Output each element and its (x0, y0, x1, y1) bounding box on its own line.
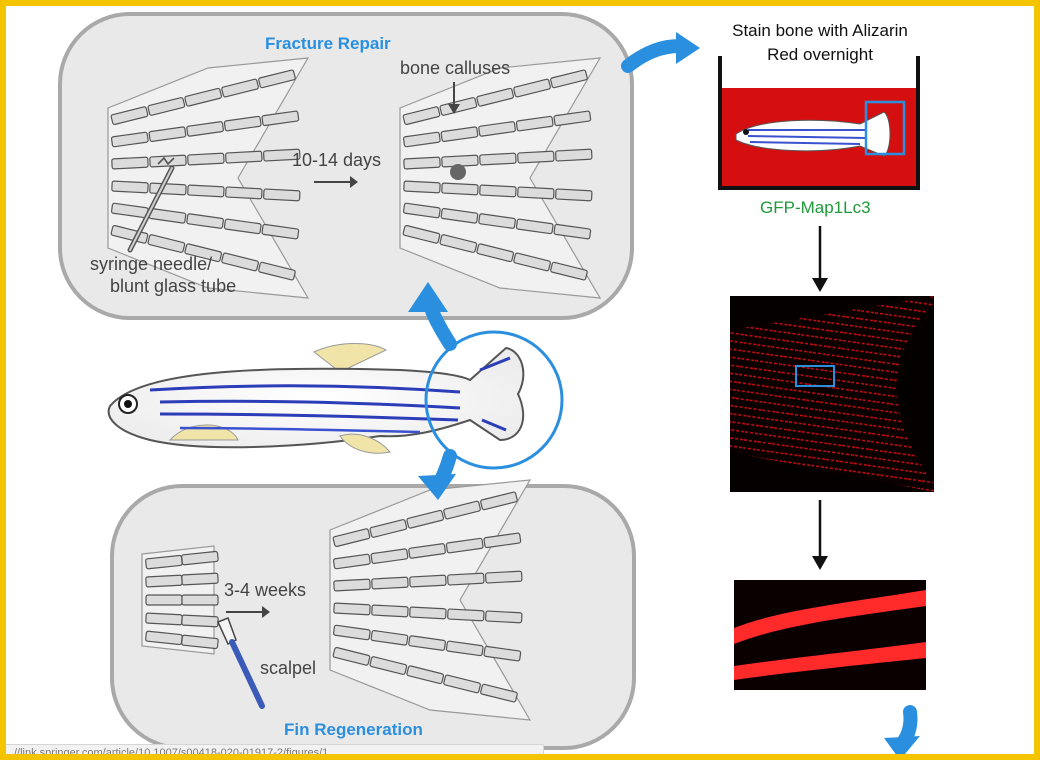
arrow-to-staining (621, 39, 687, 73)
scalpel-icon (216, 617, 265, 709)
regeneration-time-label: 3-4 weeks (224, 580, 307, 600)
status-bar-url[interactable]: //link.springer.com/article/10.1007/s004… (6, 744, 544, 760)
fracture-time-label: 10-14 days (292, 150, 382, 170)
reporter-label: GFP-Map1Lc3 (760, 198, 871, 217)
fluorescent-fin-image (730, 296, 934, 492)
zoomed-fluorescent-image (734, 580, 926, 690)
fin-roi-box (864, 100, 906, 156)
fin-after-fracture (400, 58, 600, 298)
stain-instruction-line2: Red overnight (767, 45, 873, 64)
stain-instruction-line1: Stain bone with Alizarin (732, 21, 908, 40)
stained-fish (735, 111, 891, 157)
fin-before-fracture (108, 58, 308, 298)
staining-beaker (718, 56, 920, 190)
amputated-fin (141, 545, 219, 655)
tool-label-line1: syringe needle/ (90, 254, 213, 274)
bone-callus-dot (450, 164, 466, 180)
fin-regeneration-title: Fin Regeneration (284, 720, 423, 739)
tool-label-line2: blunt glass tube (110, 276, 237, 296)
fracture-repair-title: Fracture Repair (265, 34, 391, 53)
tail-highlight-circle (424, 330, 564, 470)
scalpel-label: scalpel (260, 658, 317, 678)
bone-calluses-label: bone calluses (400, 58, 511, 78)
zoom-roi-box (795, 365, 835, 387)
zebrafish (107, 343, 525, 454)
